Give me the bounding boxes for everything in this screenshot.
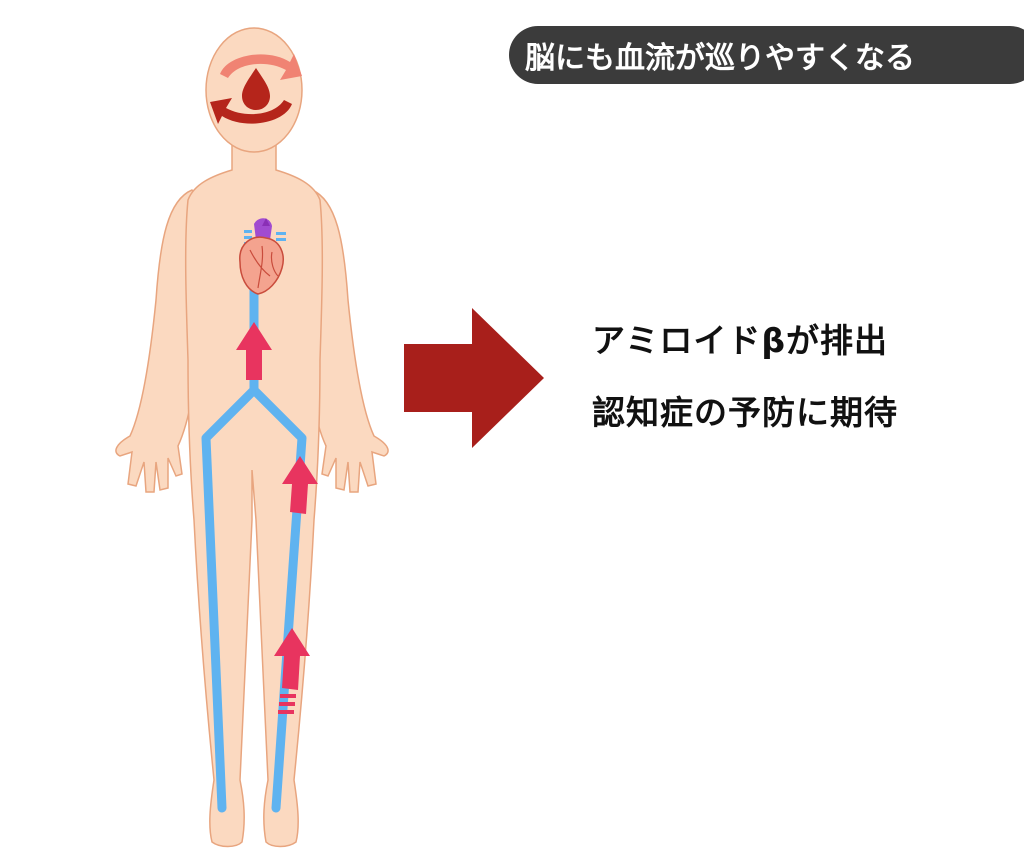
body-figure bbox=[115, 27, 389, 848]
heart-icon bbox=[239, 218, 286, 295]
blood-drop-icon bbox=[242, 68, 270, 110]
caption-dementia: 認知症の予防に期待 bbox=[592, 393, 898, 432]
right-arrow-icon bbox=[404, 308, 544, 448]
circulation-arrows-icon bbox=[210, 54, 302, 124]
caption-amyloid: アミロイドβが排出 bbox=[592, 321, 888, 360]
title-badge: 脳にも血流が巡りやすくなる bbox=[509, 26, 1024, 84]
up-arrow-icon bbox=[236, 322, 318, 714]
